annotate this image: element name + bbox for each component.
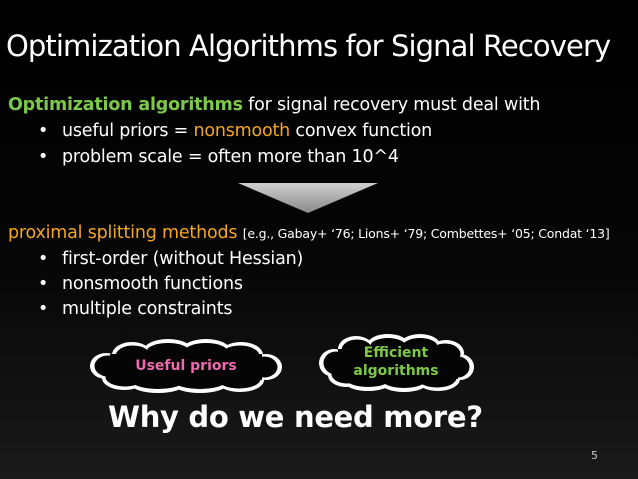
slide-header: Optimization Algorithms for Signal Recov…: [0, 0, 638, 82]
down-arrow-icon: [238, 183, 378, 213]
bullet-glyph: •: [38, 299, 49, 319]
methods-citation: [e.g., Gabay+ ‘76; Lions+ ‘79; Combettes…: [242, 226, 610, 241]
cloud-shape-left: [90, 339, 282, 393]
closing-question: Why do we need more?: [108, 400, 483, 434]
nonsmooth-highlight: nonsmooth: [193, 121, 291, 141]
bullet-text: multiple constraints: [62, 299, 233, 319]
intro-rest: for signal recovery must deal with: [242, 95, 541, 115]
bullet-glyph: •: [38, 274, 49, 294]
intro-highlight: Optimization algorithms: [8, 95, 243, 115]
bullet-text: first-order (without Hessian): [62, 249, 304, 269]
bullet-text: problem scale = often more than 10^4: [62, 147, 399, 167]
intro-line: Optimization algorithms for signal recov…: [8, 94, 540, 116]
cloud-shape-right: [319, 334, 474, 392]
bullet-glyph: •: [38, 121, 49, 141]
page-number: 5: [591, 449, 598, 462]
bullet-first-order: • first-order (without Hessian): [38, 248, 303, 270]
cloud-label-useful-priors: Useful priors: [135, 358, 237, 374]
bullet-nonsmooth: • nonsmooth functions: [38, 273, 243, 295]
bullet-text: nonsmooth functions: [62, 274, 243, 294]
bullet-problem-scale: • problem scale = often more than 10^4: [38, 146, 399, 168]
bullet-multiple-constraints: • multiple constraints: [38, 298, 232, 320]
cloud-label-line1: Efficient: [363, 345, 429, 361]
bullet-text-before: useful priors =: [62, 121, 194, 141]
cloud-label-efficient-algorithms: Efficient algorithms: [316, 344, 476, 380]
cloud-label-line2: algorithms: [353, 363, 439, 379]
bullet-text-after: convex function: [290, 121, 433, 141]
methods-label: proximal splitting methods: [8, 223, 238, 243]
bullet-glyph: •: [38, 147, 49, 167]
bullet-glyph: •: [38, 249, 49, 269]
slide-title: Optimization Algorithms for Signal Recov…: [6, 29, 611, 63]
bullet-useful-priors: • useful priors = nonsmooth convex functi…: [38, 120, 432, 142]
methods-line: proximal splitting methods [e.g., Gabay+…: [8, 222, 610, 245]
